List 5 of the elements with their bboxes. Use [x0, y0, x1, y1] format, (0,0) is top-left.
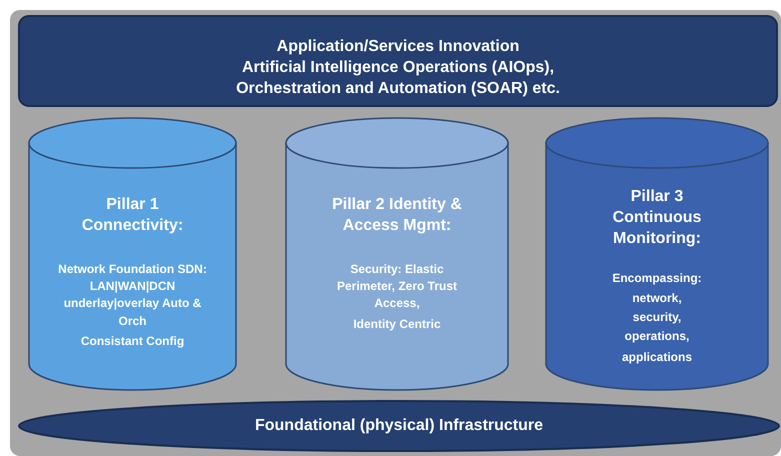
heading-text: Artificial Intelligence Operations (AIOps), Orchestration and Automation (SOAR) etc.	[235, 58, 561, 99]
heading-text: Foundational (physical) Infrastructure	[254, 416, 544, 436]
heading-text: Application/Services Innovation	[276, 37, 520, 57]
foundation-ellipse	[18, 400, 780, 452]
banner-box	[18, 15, 778, 107]
